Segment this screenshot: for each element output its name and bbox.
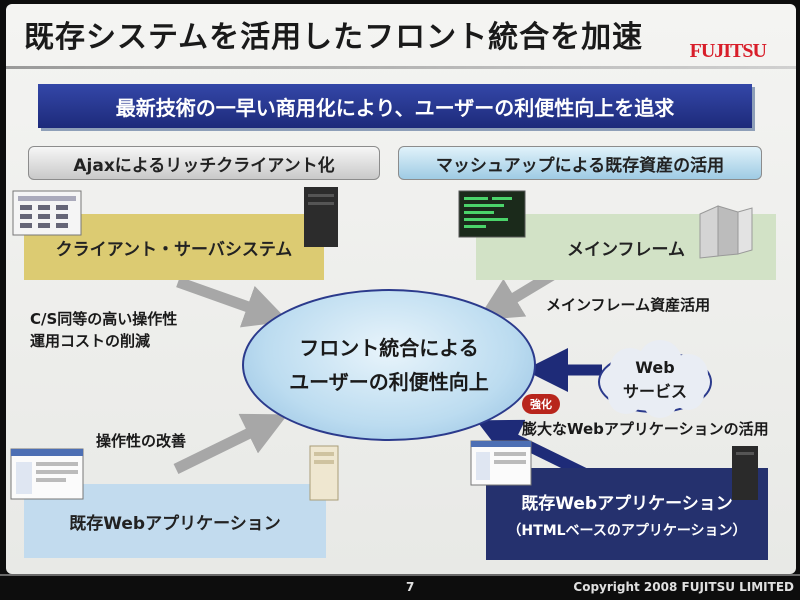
cs-benefit-2: 運用コストの削減 <box>30 332 151 350</box>
server-icon-2 <box>732 446 758 500</box>
footer-rule <box>0 574 800 576</box>
page-number: 7 <box>406 580 415 594</box>
slide: 既存システムを活用したフロント統合を加速 FUJITSU 最新技術の一早い商用化… <box>6 4 796 574</box>
cloud-line-1: Web <box>635 358 675 377</box>
enhance-badge: 強化 <box>522 394 560 414</box>
pc-tower-icon <box>309 445 339 501</box>
cloud-shape-icon <box>598 340 712 418</box>
mainframe-icon <box>699 205 753 259</box>
slide-title: 既存システムを活用したフロント統合を加速 <box>24 20 644 55</box>
exweb-title: 既存Webアプリケーション <box>521 493 733 514</box>
browser-window-icon-2 <box>470 440 532 486</box>
cloud-line-2: サービス <box>622 382 687 401</box>
existing-html-web-app-box: 既存Webアプリケーション （HTMLベースのアプリケーション） <box>486 468 768 560</box>
arrow-exweb-to-center <box>476 419 589 479</box>
arrow-cs-to-center <box>176 276 289 328</box>
front-integration-ellipse: フロント統合による ユーザーの利便性向上 <box>242 289 536 441</box>
server-icon <box>304 187 338 247</box>
headline-banner: 最新技術の一早い商用化により、ユーザーの利便性向上を追求 <box>38 84 752 128</box>
copyright: Copyright 2008 FUJITSU LIMITED <box>573 580 794 594</box>
client-screen-icon <box>12 190 82 236</box>
operability-label: 操作性の改善 <box>96 432 187 450</box>
fujitsu-logo: FUJITSU <box>689 40 767 62</box>
browser-window-icon <box>10 448 84 500</box>
center-line-1: フロント統合による <box>299 336 479 360</box>
title-divider <box>6 66 796 69</box>
terminal-screen-icon <box>458 190 526 238</box>
web-apps-utilization-label: 膨大なWebアプリケーションの活用 <box>522 420 769 438</box>
arrow-web-to-center <box>173 413 288 474</box>
cs-benefit-1: C/S同等の高い操作性 <box>30 310 178 328</box>
ajax-pill: Ajaxによるリッチクライアント化 <box>28 146 380 180</box>
web-service-cloud: Web サービス <box>590 338 720 422</box>
mashup-pill: マッシュアップによる既存資産の活用 <box>398 146 762 180</box>
exweb-subtitle: （HTMLベースのアプリケーション） <box>507 522 747 539</box>
existing-web-app-box: 既存Webアプリケーション <box>24 484 326 558</box>
center-line-2: ユーザーの利便性向上 <box>289 370 489 394</box>
mainframe-asset-label: メインフレーム資産活用 <box>546 296 711 314</box>
